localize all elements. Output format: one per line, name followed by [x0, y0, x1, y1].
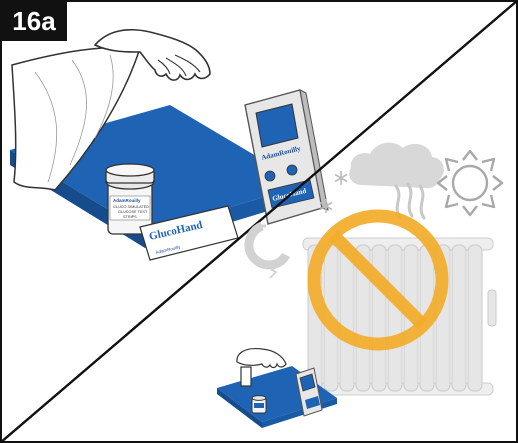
small-vial: [252, 396, 266, 413]
magnet-icon: [249, 226, 286, 278]
snowflake-icon: [335, 171, 347, 185]
meter-button-left: [265, 171, 275, 181]
sun-icon: [438, 151, 502, 215]
test-strip-vial: AdamRouilly GLUCO SIMULATED GLUCOSE TEST…: [106, 164, 154, 234]
vial-label-line-2: GLUCO SIMULATED: [113, 205, 149, 209]
vial-label-line-3: GLUCOSE TEST: [118, 210, 148, 214]
step-label: 16a: [12, 6, 56, 36]
cloud-icon: [349, 143, 444, 189]
step-badge: 16a: [1, 1, 67, 41]
vial-label-line-1: AdamRouilly: [113, 198, 141, 203]
heat-waves-icon: [396, 184, 424, 218]
vial-label-line-4: STRIPS: [123, 215, 137, 219]
meter-button-right: [287, 165, 297, 175]
